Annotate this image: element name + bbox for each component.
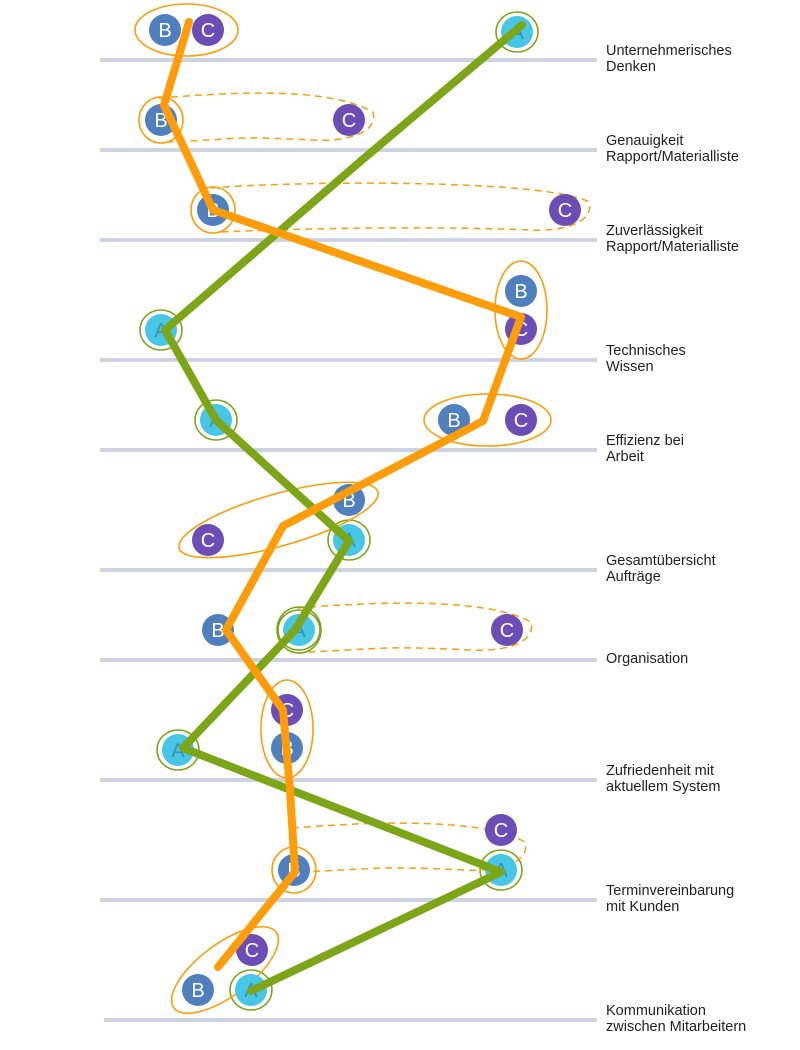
row-label-3: Zuverlässigkeit Rapport/Materialliste [606, 223, 739, 255]
marker-label: C [245, 940, 259, 962]
marker-label: B [191, 980, 204, 1002]
marker-label: C [342, 110, 356, 132]
group-outline-row-1 [134, 3, 239, 57]
marker-circle [485, 814, 517, 846]
outline-a-row-5 [194, 399, 238, 441]
marker-c-row-1: C [192, 14, 224, 46]
marker-circle [192, 14, 224, 46]
marker-circle [491, 614, 523, 646]
row-label-2: Genauigkeit Rapport/Materialliste [606, 133, 739, 165]
series-line-a [161, 21, 526, 995]
marker-label: C [514, 410, 528, 432]
marker-circle [192, 524, 224, 556]
row-label-10: Kommunikation zwischen Mitarbeitern [606, 1003, 747, 1035]
marker-label: B [158, 20, 171, 42]
marker-c-row-2: C [333, 104, 365, 136]
marker-circle [149, 14, 181, 46]
row-label-8: Zufriedenheit mit aktuellem System [606, 763, 721, 795]
marker-b-row-4: B [505, 275, 537, 307]
marker-label: B [211, 620, 224, 642]
outline-first-row-7 [276, 606, 322, 654]
row-label-4: Technisches Wissen [606, 343, 686, 375]
marker-label: C [500, 620, 514, 642]
series-line-b [160, 18, 525, 971]
group-outline-row-10 [170, 925, 280, 1015]
dashed-outline-row-9 [291, 822, 527, 873]
marker-c-row-10: C [236, 934, 268, 966]
marker-label: C [201, 20, 215, 42]
outline-a-row-4 [139, 309, 183, 351]
outline-a-row-9 [479, 849, 523, 891]
marker-circle [549, 194, 581, 226]
outline-a-row-7 [277, 609, 321, 651]
marker-b-row-10: B [182, 974, 214, 1006]
row-label-6: Gesamtübersicht Aufträge [606, 553, 716, 585]
marker-c-row-7: C [491, 614, 523, 646]
marker-circle [182, 974, 214, 1006]
outline-first-row-2 [138, 96, 184, 144]
marker-label: C [201, 530, 215, 552]
marker-label: C [494, 820, 508, 842]
row-label-7: Organisation [606, 651, 689, 667]
marker-label: B [447, 410, 460, 432]
outline-first-row-3 [190, 186, 236, 234]
marker-label: B [154, 110, 167, 132]
group-outline-row-5 [423, 393, 552, 447]
marker-c-row-3: C [549, 194, 581, 226]
marker-c-row-6: C [192, 524, 224, 556]
series-lines [160, 18, 526, 995]
marker-circle [333, 104, 365, 136]
marker-circle [236, 934, 268, 966]
marker-c-row-9: C [485, 814, 517, 846]
row-label-1: Unternehmerisches Denken [606, 43, 732, 75]
marker-label: B [514, 281, 527, 303]
dashed-outline-row-3 [210, 182, 591, 233]
marker-circle [505, 404, 537, 436]
outline-a-row-1 [495, 11, 539, 53]
marker-b-row-1: B [149, 14, 181, 46]
outline-a-row-10 [229, 969, 273, 1011]
row-label-5: Effizienz bei Arbeit [606, 433, 684, 465]
marker-label: C [558, 200, 572, 222]
marker-circle [505, 275, 537, 307]
row-label-9: Terminvereinbarung mit Kunden [606, 883, 735, 915]
marker-c-row-5: C [505, 404, 537, 436]
group-outline-row-6 [178, 481, 379, 559]
dashed-outline-row-7 [296, 602, 533, 653]
